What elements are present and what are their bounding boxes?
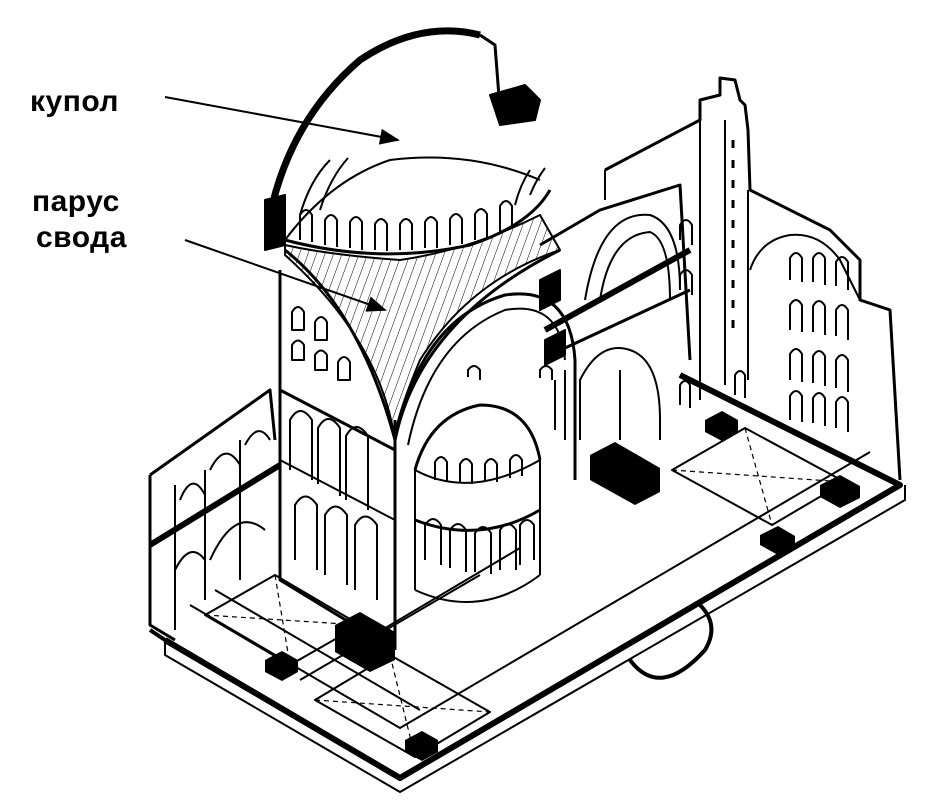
apse <box>413 365 553 603</box>
dome <box>264 27 552 256</box>
label-dome: купол <box>30 85 119 118</box>
label-pendentive-line1: парус <box>32 185 120 218</box>
vault-bay-front <box>314 654 491 758</box>
right-wing <box>539 183 692 440</box>
left-wall <box>148 388 282 642</box>
annotation-arrows <box>164 96 400 312</box>
label-pendentive-line2: свода <box>36 221 127 254</box>
piers <box>265 411 860 761</box>
west-facade <box>604 76 902 481</box>
